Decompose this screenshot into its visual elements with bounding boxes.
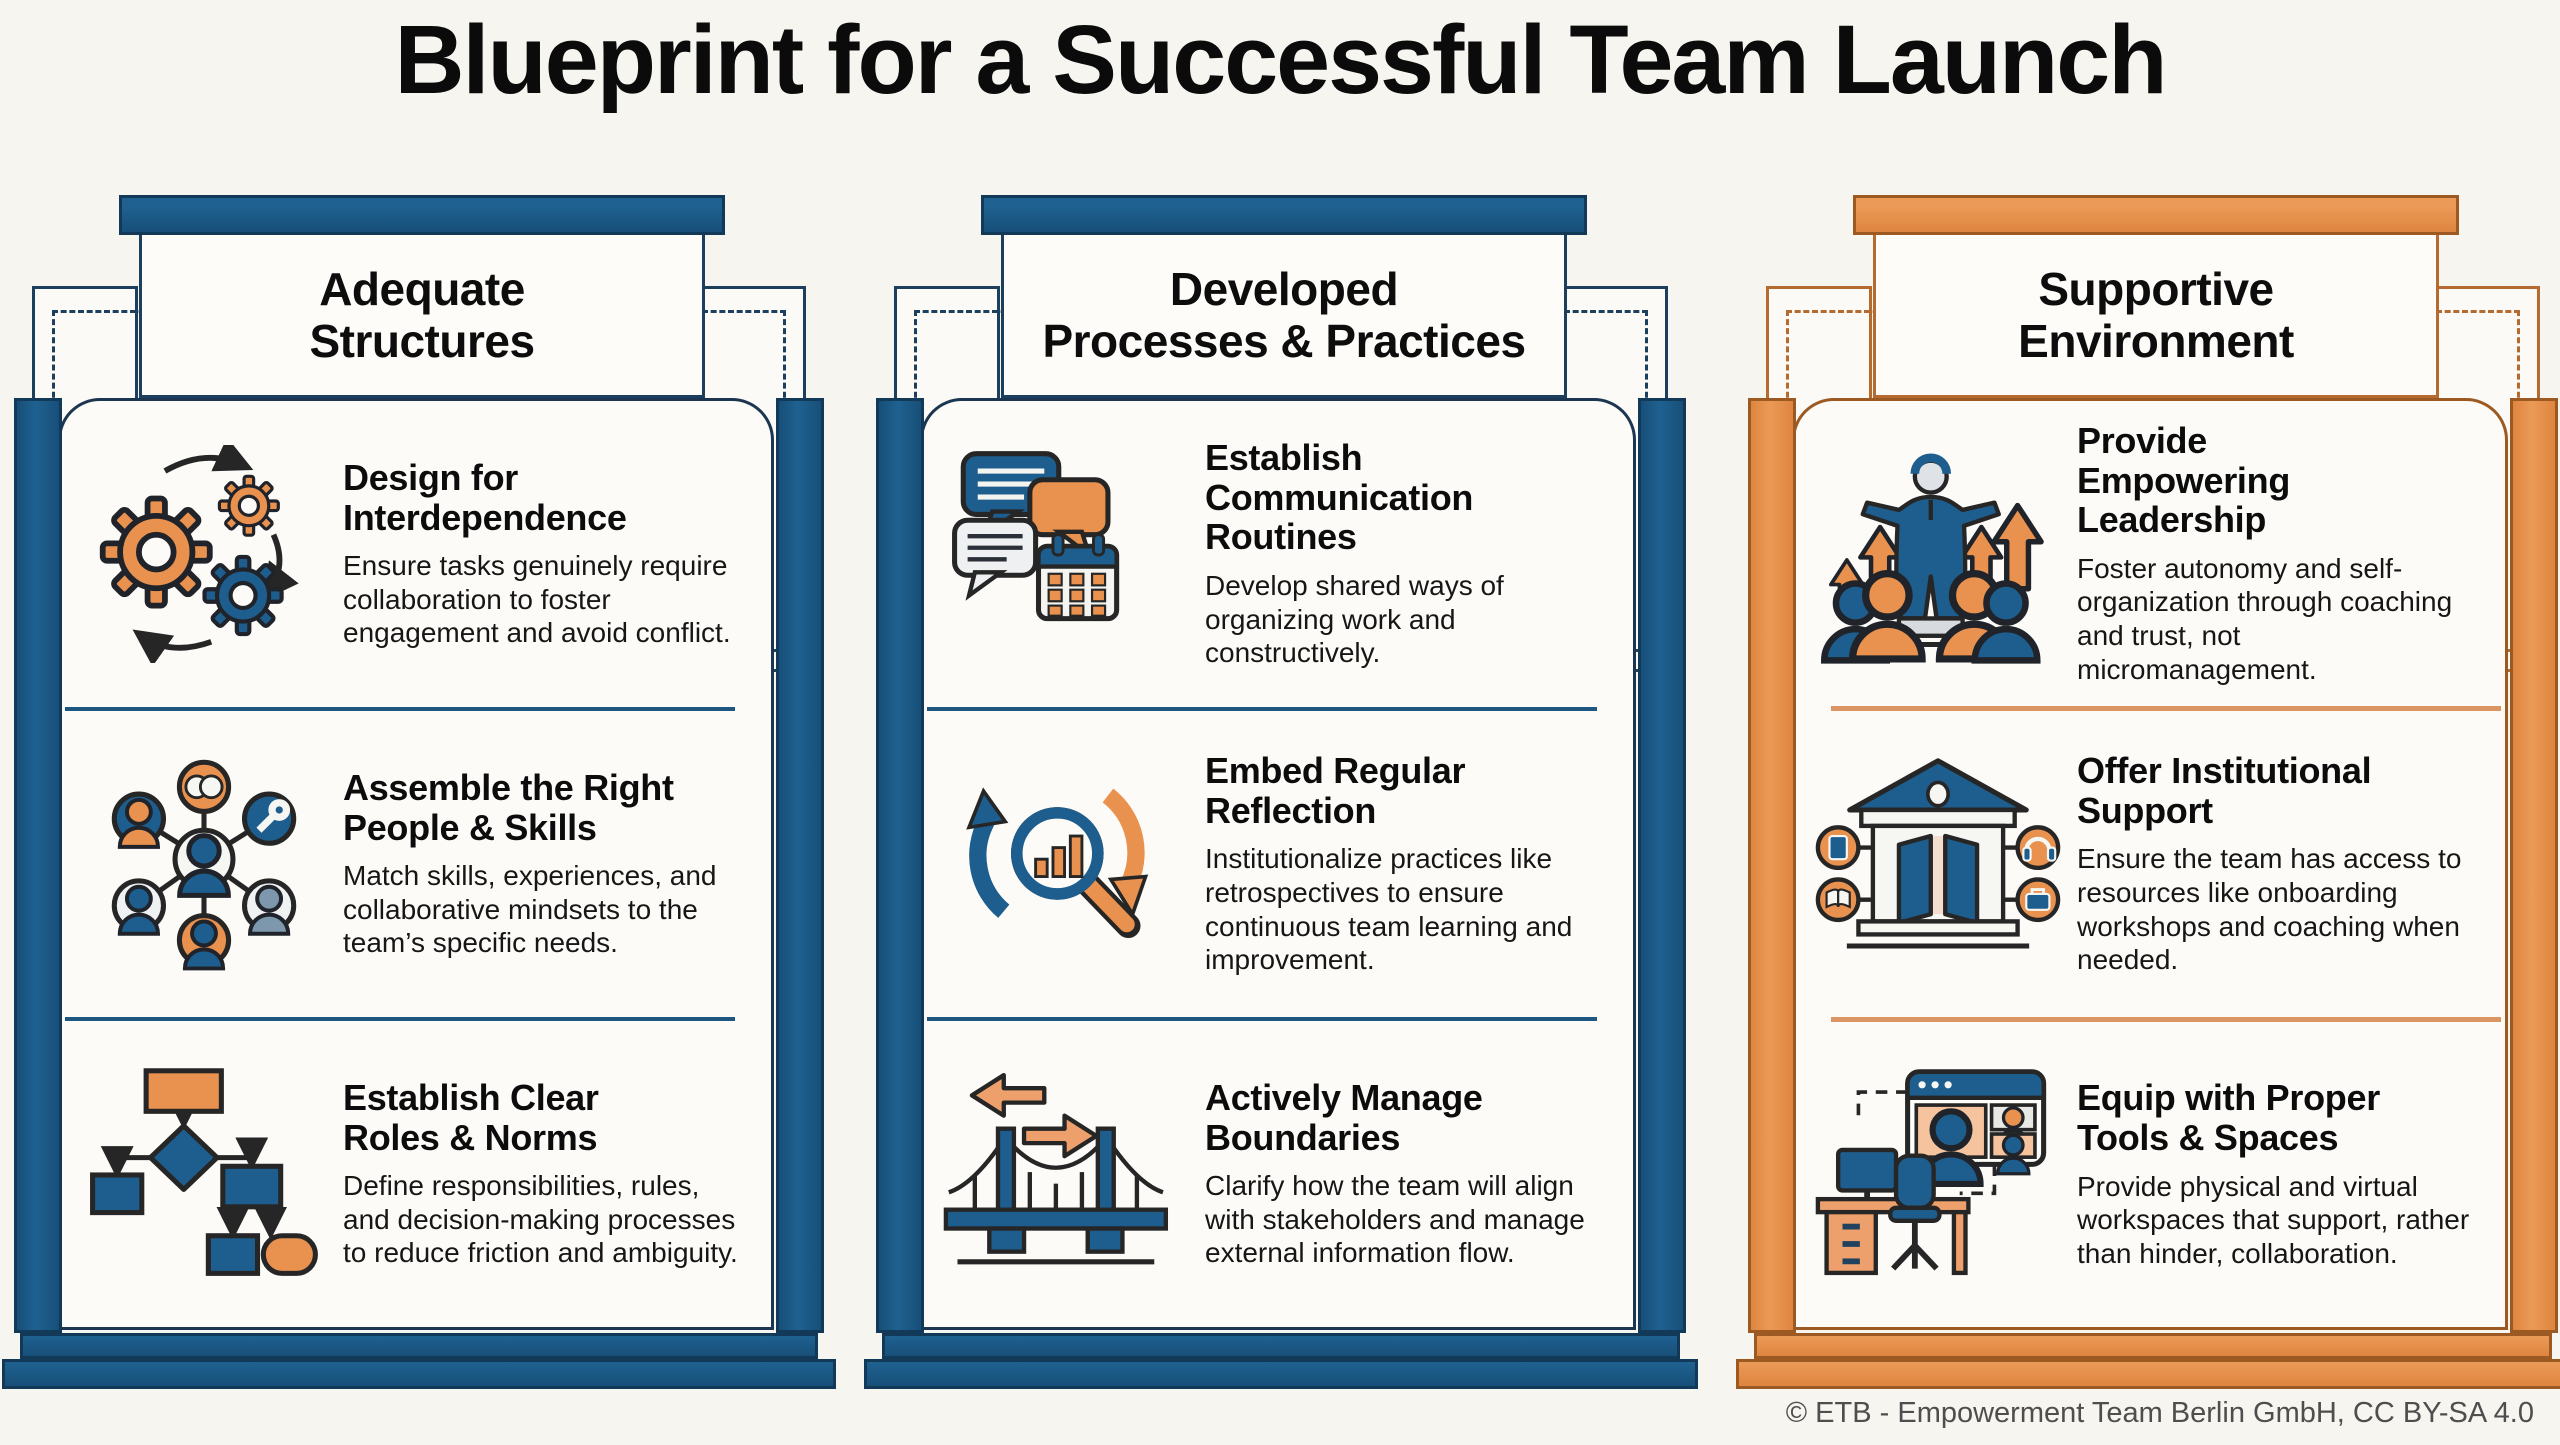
- column-base: [1754, 1333, 2552, 1359]
- item-heading: Offer Institutional Support: [2077, 750, 2372, 831]
- column-card: Establish Communication Routines Develop…: [920, 398, 1636, 1330]
- item-heading: Assemble the Right People & Skills: [343, 767, 674, 848]
- attribution: © ETB - Empowerment Team Berlin GmbH, CC…: [1785, 1397, 2534, 1429]
- cycle-magnifier-icon: [937, 755, 1195, 972]
- column-pillar-left: [14, 398, 62, 1333]
- column-cap: [981, 195, 1587, 235]
- item-institutional-support: Offer Institutional Support Ensure the t…: [1795, 711, 2505, 1016]
- item-divider: [65, 1017, 735, 1021]
- item-body: Develop shared ways of organizing work a…: [1205, 570, 1504, 669]
- item-body: Institutionalize practices like retrospe…: [1205, 843, 1573, 976]
- item-design-for-interdependence: Design for Interdependence Ensure tasks …: [61, 401, 771, 707]
- item-divider: [65, 707, 735, 711]
- item-divider: [927, 707, 1597, 711]
- item-text: Offer Institutional Support Ensure the t…: [2077, 751, 2481, 977]
- column-card: Provide Empowering Leadership Foster aut…: [1792, 398, 2508, 1330]
- item-embed-reflection: Embed Regular Reflection Institutionaliz…: [923, 711, 1633, 1017]
- item-heading: Equip with Proper Tools & Spaces: [2077, 1077, 2380, 1158]
- column-adequate-structures: Adequate Structures Design for Inte: [2, 190, 836, 1396]
- column-developed-processes: Developed Processes & Practices: [864, 190, 1698, 1396]
- column-header: Supportive Environment: [1873, 232, 2439, 398]
- item-body: Provide physical and virtual workspaces …: [2077, 1170, 2470, 1269]
- item-text: Provide Empowering Leadership Foster aut…: [2077, 421, 2481, 686]
- item-establish-roles-norms: Establish Clear Roles & Norms Define res…: [61, 1021, 771, 1327]
- column-base: [882, 1333, 1680, 1359]
- column-base: [2, 1359, 836, 1389]
- column-base: [864, 1359, 1698, 1389]
- gears-icon: [75, 445, 333, 663]
- item-text: Embed Regular Reflection Institutionaliz…: [1205, 751, 1609, 977]
- item-heading: Establish Communication Routines: [1205, 437, 1474, 558]
- column-header: Adequate Structures: [139, 232, 705, 398]
- workspace-icon: [1809, 1066, 2067, 1283]
- column-card: Design for Interdependence Ensure tasks …: [58, 398, 774, 1330]
- column-pillar-left: [1748, 398, 1796, 1333]
- item-text: Assemble the Right People & Skills Match…: [343, 768, 747, 960]
- item-assemble-people-skills: Assemble the Right People & Skills Match…: [61, 711, 771, 1017]
- institution-icon: [1809, 755, 2067, 972]
- people-network-icon: [75, 755, 333, 972]
- item-communication-routines: Establish Communication Routines Develop…: [923, 401, 1633, 707]
- item-text: Establish Clear Roles & Norms Define res…: [343, 1078, 747, 1270]
- item-heading: Establish Clear Roles & Norms: [343, 1077, 599, 1158]
- chat-calendar-icon: [937, 445, 1195, 662]
- column-pillar-left: [876, 398, 924, 1333]
- column-pillar-right: [776, 398, 824, 1333]
- column-pillar-right: [1638, 398, 1686, 1333]
- empowering-leader-icon: [1809, 439, 2067, 668]
- item-heading: Embed Regular Reflection: [1205, 750, 1466, 831]
- column-base: [20, 1333, 818, 1359]
- bridge-icon: [937, 1065, 1195, 1282]
- column-cap: [1853, 195, 2459, 235]
- item-tools-and-spaces: Equip with Proper Tools & Spaces Provide…: [1795, 1022, 2505, 1327]
- item-body: Ensure the team has access to resources …: [2077, 843, 2462, 976]
- page-title: Blueprint for a Successful Team Launch: [394, 5, 2168, 114]
- item-heading: Provide Empowering Leadership: [2077, 420, 2291, 541]
- item-divider: [927, 1017, 1597, 1021]
- item-body: Define responsibilities, rules, and deci…: [343, 1170, 738, 1269]
- item-heading: Actively Manage Boundaries: [1205, 1077, 1483, 1158]
- column-header: Developed Processes & Practices: [1001, 232, 1567, 398]
- item-body: Foster autonomy and self-organization th…: [2077, 552, 2453, 685]
- column-title: Developed Processes & Practices: [1042, 262, 1526, 367]
- flowchart-icon: [75, 1065, 333, 1282]
- item-divider: [1831, 1016, 2501, 1022]
- item-body: Match skills, experiences, and collabora…: [343, 860, 717, 959]
- column-title: Adequate Structures: [309, 262, 535, 367]
- column-pillar-right: [2510, 398, 2558, 1333]
- item-text: Equip with Proper Tools & Spaces Provide…: [2077, 1078, 2481, 1270]
- item-empowering-leadership: Provide Empowering Leadership Foster aut…: [1795, 401, 2505, 706]
- item-heading: Design for Interdependence: [343, 457, 627, 538]
- item-text: Actively Manage Boundaries Clarify how t…: [1205, 1078, 1609, 1270]
- column-supportive-environment: Supportive Environment: [1736, 190, 2560, 1396]
- item-text: Establish Communication Routines Develop…: [1205, 438, 1609, 670]
- item-body: Ensure tasks genuinely require collabora…: [343, 550, 731, 649]
- item-body: Clarify how the team will align with sta…: [1205, 1170, 1585, 1269]
- item-text: Design for Interdependence Ensure tasks …: [343, 458, 747, 650]
- column-cap: [119, 195, 725, 235]
- column-base: [1736, 1359, 2560, 1389]
- item-divider: [1831, 706, 2501, 712]
- column-title: Supportive Environment: [2018, 262, 2294, 367]
- item-manage-boundaries: Actively Manage Boundaries Clarify how t…: [923, 1021, 1633, 1327]
